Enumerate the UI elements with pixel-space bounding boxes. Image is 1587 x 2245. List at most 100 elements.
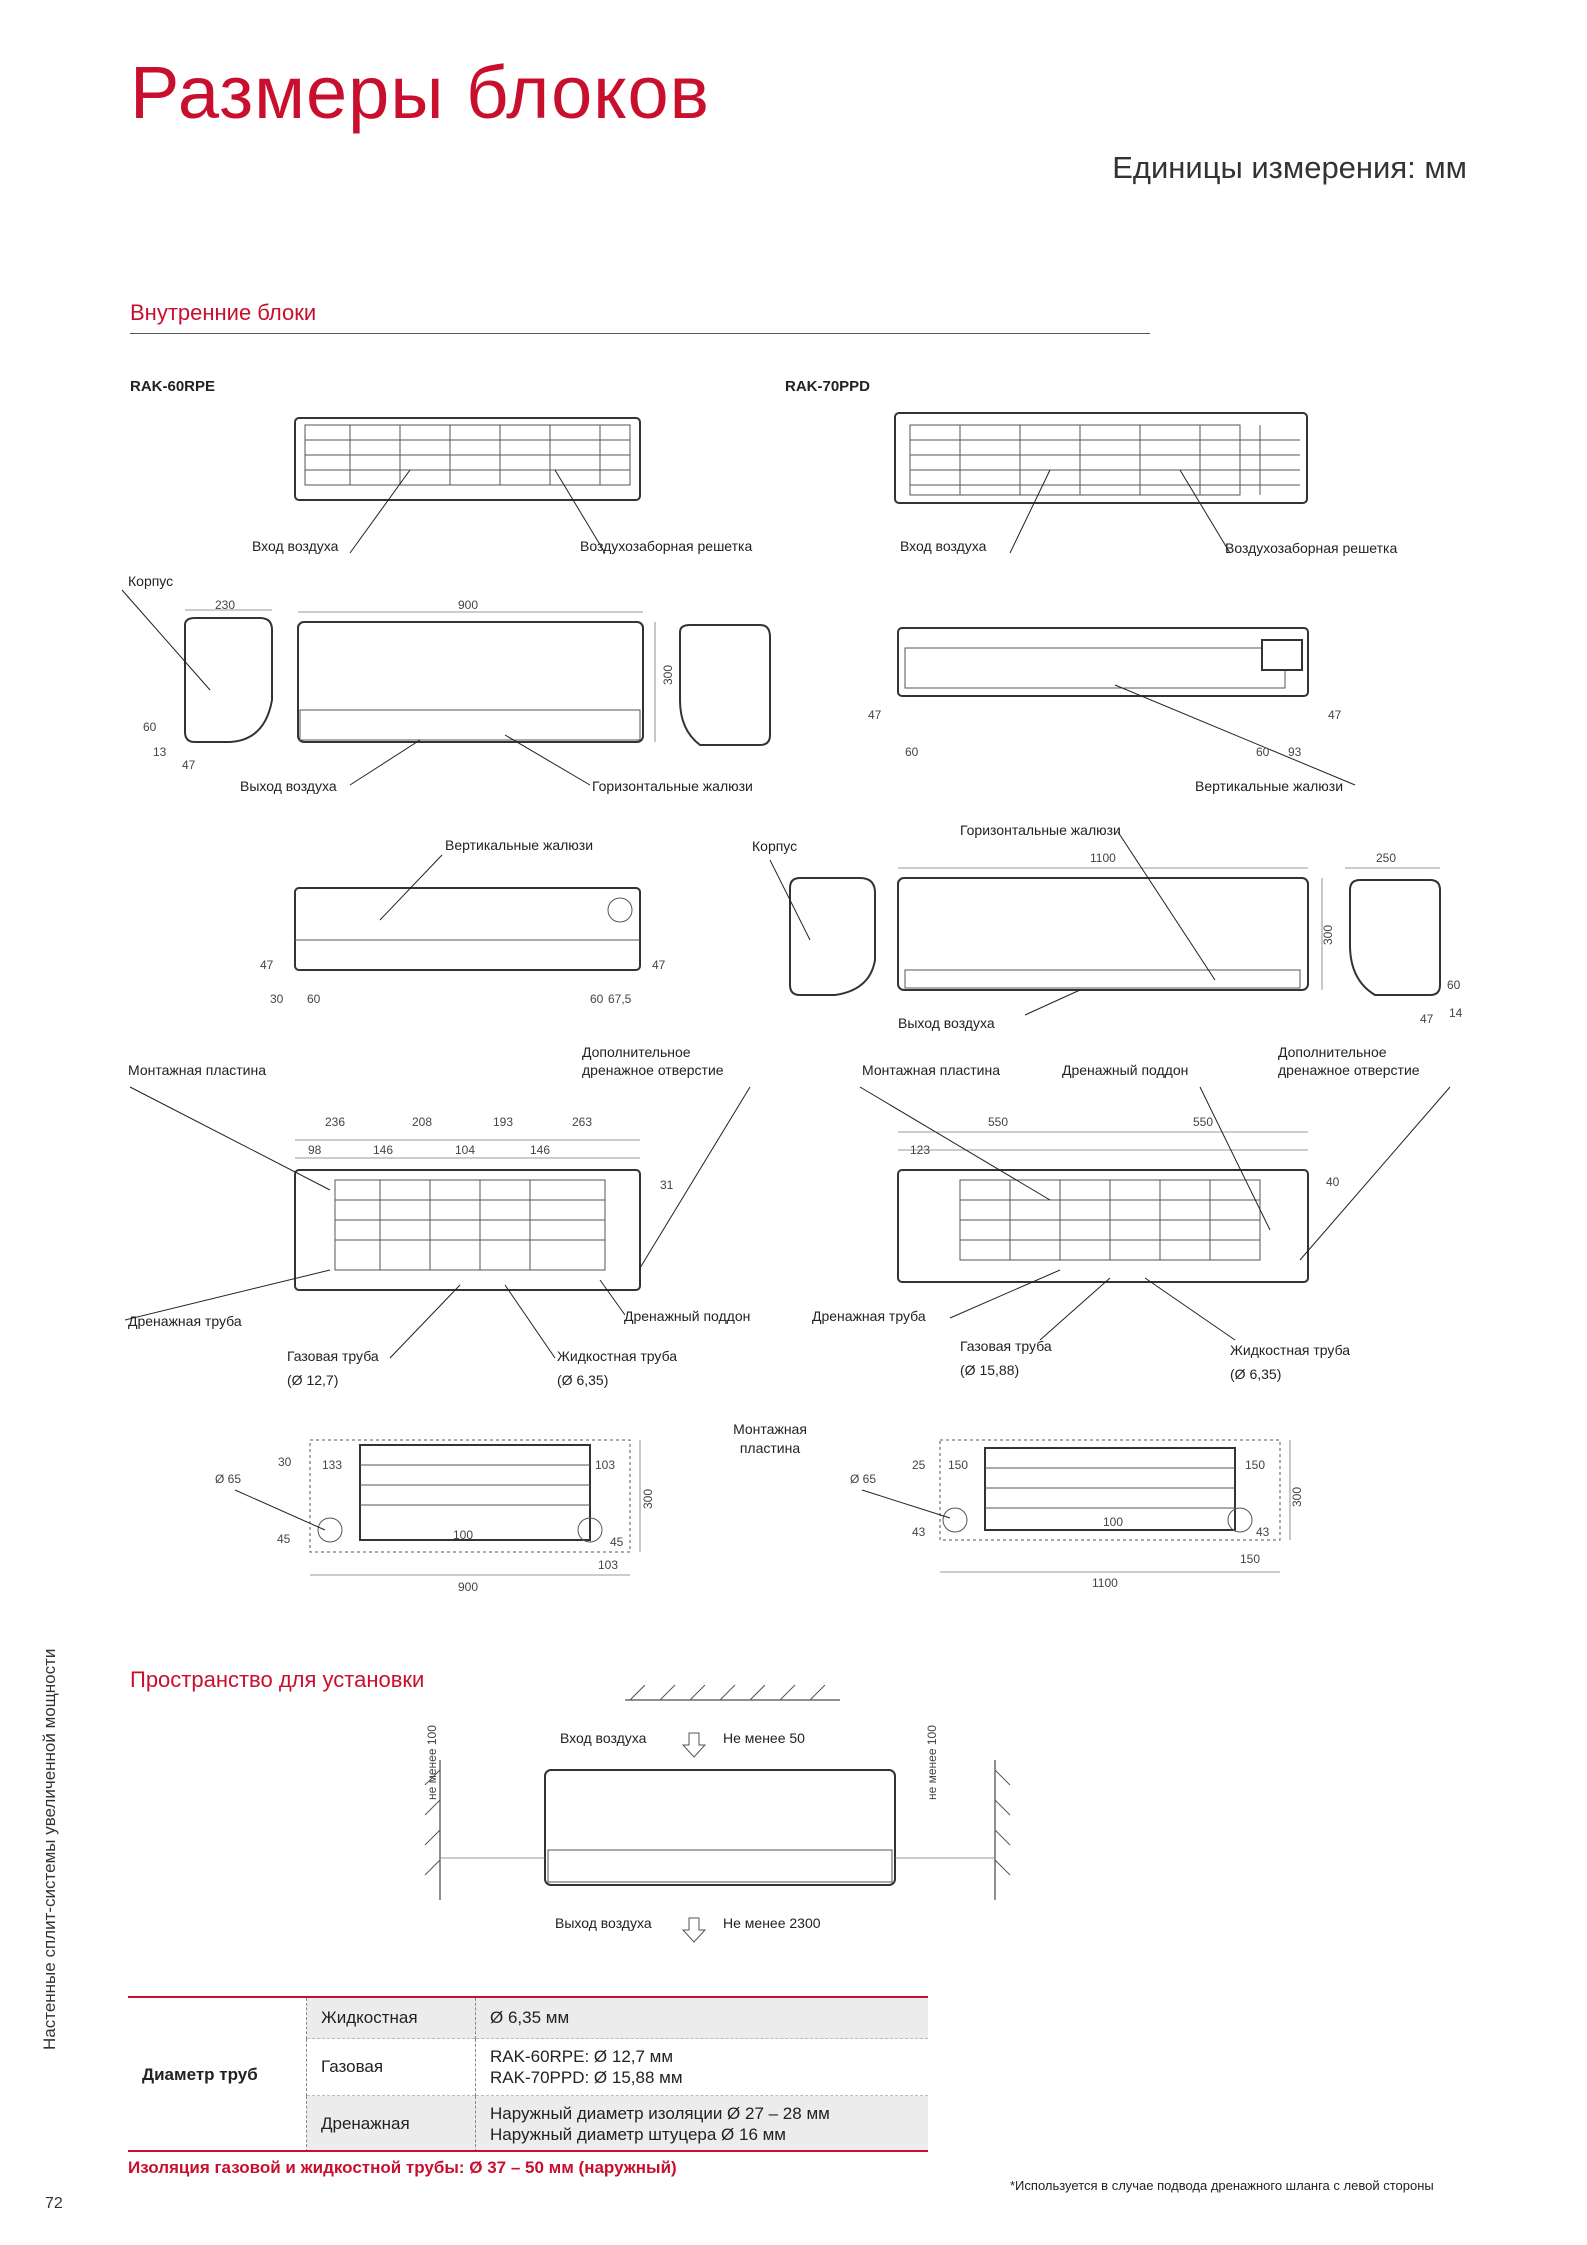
table-cell-type: Жидкостная: [306, 1998, 476, 2039]
label-drain-pipe-b: Дренажная труба: [812, 1308, 926, 1324]
dim-b-p1100: 1100: [1092, 1576, 1118, 1590]
dim-a-p300: 300: [641, 1488, 656, 1510]
pipe-diameter-table: Диаметр труб Жидкостная Ø 6,35 мм Газова…: [128, 1998, 928, 2152]
table-cell-line: Наружный диаметр изоляции Ø 27 – 28 мм: [490, 2104, 830, 2123]
dim-a-m146b: 146: [530, 1143, 551, 1157]
label-gas-dia-a: (Ø 12,7): [287, 1372, 339, 1388]
label-body-b: Корпус: [752, 838, 798, 854]
dim-a-p45: 45: [277, 1532, 291, 1546]
b-front-views: [897, 627, 1356, 786]
a-bottom-view: [294, 854, 641, 971]
table-row: Диаметр труб Жидкостная Ø 6,35 мм: [128, 1998, 928, 2084]
dim-b-d60: 60: [1447, 978, 1461, 992]
table-cell-value: Ø 6,35 мм: [475, 1998, 928, 2039]
label-liquid-pipe-a: Жидкостная труба: [557, 1348, 678, 1364]
dim-a-60: 60: [143, 720, 157, 734]
b-wall-plate: [861, 1439, 1291, 1573]
label-horiz-louvers-a: Горизонтальные жалюзи: [592, 778, 753, 794]
dim-b-60: 60: [905, 745, 919, 759]
dim-a-b30: 30: [270, 992, 284, 1006]
install-min100-right: не менее 100: [925, 1725, 939, 1800]
dim-b-p150b: 150: [1240, 1552, 1261, 1566]
label-mount-plate-b: Монтажная пластина: [862, 1062, 1001, 1078]
dim-a-p133: 133: [322, 1458, 343, 1472]
dim-a-height: 300: [661, 664, 676, 686]
table-cell-line: RAK-60RPE: Ø 12,7 мм: [490, 2047, 674, 2066]
model-a: RAK-60RPE: [130, 378, 216, 395]
indoor-rule: [130, 333, 1150, 334]
dim-a-m98: 98: [308, 1143, 322, 1157]
install-air-out: Выход воздуха: [555, 1915, 652, 1931]
a-wall-plate: [234, 1439, 641, 1576]
dim-b-60r: 60: [1256, 745, 1270, 759]
table-row: Дренажная Наружный диаметр изоляции Ø 27…: [128, 2095, 928, 2152]
label-liquid-pipe-b: Жидкостная труба: [1230, 1342, 1351, 1358]
footnote: *Используется в случае подвода дренажног…: [1010, 2178, 1434, 2193]
table-rule-top: [128, 1996, 928, 1998]
a-front-views: [121, 589, 771, 786]
dim-b-height: 300: [1321, 924, 1336, 946]
label-air-out-a: Выход воздуха: [240, 778, 337, 794]
dim-a-b47: 47: [260, 958, 274, 972]
dim-a-p65: Ø 65: [215, 1472, 242, 1486]
install-heading: Пространство для установки: [130, 1667, 425, 1692]
table-cell-value: Наружный диаметр изоляции Ø 27 – 28 мм Н…: [475, 2095, 928, 2152]
b-front-row2: [769, 831, 1441, 1016]
dim-a-b675: 67,5: [608, 992, 632, 1006]
dim-a-p30: 30: [278, 1455, 292, 1469]
table-cell-line: Наружный диаметр штуцера Ø 16 мм: [490, 2125, 786, 2144]
dim-b-p65: Ø 65: [850, 1472, 877, 1486]
model-b: RAK-70PPD: [785, 378, 871, 395]
dim-a-p103: 103: [595, 1458, 616, 1472]
table-cell-type: Дренажная: [306, 2095, 476, 2152]
table-row: Газовая RAK-60RPE: Ø 12,7 мм RAK-70PPD: …: [128, 2038, 928, 2096]
install-min50: Не менее 50: [723, 1730, 805, 1746]
dim-b-d47: 47: [1420, 1012, 1434, 1026]
insulation-note: Изоляция газовой и жидкостной трубы: Ø 3…: [128, 2158, 677, 2177]
install-min100-left: не менее 100: [425, 1725, 439, 1800]
label-vert-louvers-a: Вертикальные жалюзи: [445, 837, 594, 853]
dim-a-13: 13: [153, 745, 167, 759]
page-number: 72: [45, 2195, 63, 2212]
label-air-out-b: Выход воздуха: [898, 1015, 995, 1031]
dim-a-m236: 236: [325, 1115, 346, 1129]
label-gas-pipe-b: Газовая труба: [960, 1338, 1052, 1354]
side-caption: Настенные сплит-системы увеличенной мощн…: [40, 1648, 59, 2050]
label-extra-drain-a: Дополнительное дренажное отверстие: [582, 1044, 724, 1078]
table-row-header: Диаметр труб: [142, 2065, 258, 2084]
indoor-heading: Внутренние блоки: [130, 300, 317, 325]
dim-b-47: 47: [868, 708, 882, 722]
dim-a-width: 900: [458, 598, 479, 612]
dim-b-p43: 43: [912, 1525, 926, 1539]
dim-b-93: 93: [1288, 745, 1302, 759]
label-intake-grille-a: Воздухозаборная решетка: [580, 538, 753, 554]
dim-a-47: 47: [182, 758, 196, 772]
label-liquid-dia-a: (Ø 6,35): [557, 1372, 609, 1388]
dim-b-p150r: 150: [1245, 1458, 1266, 1472]
dim-a-p900: 900: [458, 1580, 479, 1594]
a-top-view: [294, 417, 641, 554]
a-mount-view: [124, 1086, 751, 1359]
page-title: Размеры блоков: [130, 51, 710, 134]
dim-a-m193: 193: [493, 1115, 514, 1129]
dim-a-m104: 104: [455, 1143, 476, 1157]
label-liquid-dia-b: (Ø 6,35): [1230, 1366, 1282, 1382]
table-cell-line: RAK-70PPD: Ø 15,88 мм: [490, 2068, 683, 2087]
install-min2300: Не менее 2300: [723, 1915, 821, 1931]
dim-a-b60r: 60: [590, 992, 604, 1006]
label-mount-plate-a: Монтажная пластина: [128, 1062, 267, 1078]
label-drain-tray-b: Дренажный поддон: [1062, 1062, 1189, 1078]
b-top-view: [894, 412, 1308, 554]
dim-a-m31: 31: [660, 1178, 674, 1192]
dim-a-p45r: 45: [610, 1535, 624, 1549]
units-caption: Единицы измерения: мм: [1112, 150, 1467, 185]
dim-b-p43r: 43: [1256, 1525, 1270, 1539]
table-cell-value: RAK-60RPE: Ø 12,7 мм RAK-70PPD: Ø 15,88 …: [475, 2038, 928, 2096]
dim-b-p300: 300: [1290, 1486, 1305, 1508]
dim-b-p100: 100: [1103, 1515, 1124, 1529]
label-gas-dia-b: (Ø 15,88): [960, 1362, 1020, 1378]
label-gas-pipe-a: Газовая труба: [287, 1348, 379, 1364]
table-rule-bottom: [128, 2150, 928, 2152]
label-body-a: Корпус: [128, 573, 174, 589]
label-drain-tray-a: Дренажный поддон: [624, 1308, 751, 1324]
